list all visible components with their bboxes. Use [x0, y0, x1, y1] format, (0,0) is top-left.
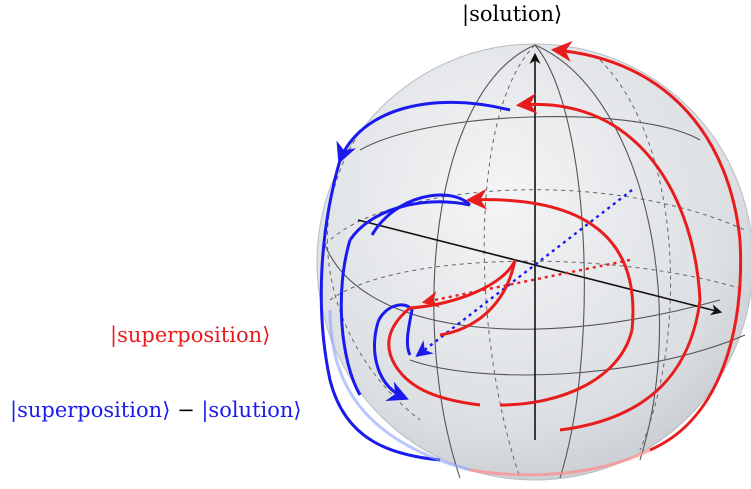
- red-trajectory-faded: [469, 448, 651, 477]
- red-trajectory: [387, 41, 743, 452]
- difference-label-op: −: [170, 398, 202, 422]
- solution-label: |solution⟩: [462, 2, 563, 26]
- superposition-label-text: |superposition⟩: [110, 323, 271, 347]
- difference-label-left: |superposition⟩: [10, 398, 171, 422]
- axes: [357, 52, 723, 440]
- x-axis: [357, 219, 723, 316]
- difference-label-right: |solution⟩: [201, 398, 302, 422]
- blue-trajectory: [319, 100, 511, 462]
- blue-trajectory-faded: [328, 309, 471, 472]
- sphere-grid-hidden: [324, 44, 746, 479]
- difference-label: |superposition⟩ − |solution⟩: [10, 400, 302, 421]
- sphere: [316, 43, 751, 481]
- superposition-label: |superposition⟩: [110, 325, 270, 346]
- difference-vector: [415, 189, 633, 358]
